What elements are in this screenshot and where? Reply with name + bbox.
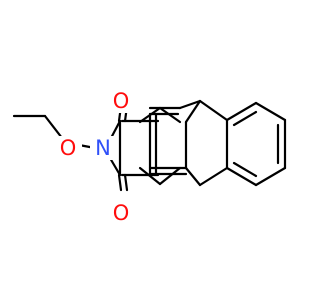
atom-labels: O O N O	[56, 89, 135, 225]
oxygen-bottom-label: O	[113, 201, 130, 225]
bond-cage-16	[158, 166, 182, 186]
label-bg-oxygen-top	[107, 89, 135, 113]
bond-ethyl-co	[43, 114, 64, 140]
bond-cage-3	[178, 99, 202, 110]
bonds	[12, 99, 287, 192]
bond-benzene-2	[225, 101, 258, 122]
label-bg-oxygen-bottom	[107, 201, 135, 225]
nitrogen-label: N	[95, 136, 111, 160]
bond-c-o-bottom-2	[123, 173, 129, 192]
label-bg-oxygen-ether	[56, 136, 82, 160]
bond-cage-13	[138, 106, 162, 124]
oxygen-top-label: O	[113, 89, 130, 113]
bond-n-c-bottom	[108, 156, 122, 177]
molecule-diagram: O O N O	[12, 89, 287, 225]
bond-benzene-double-1	[232, 110, 258, 127]
bond-cage-14	[158, 106, 182, 124]
bond-benzene-5	[254, 166, 287, 187]
bond-c-o-bottom-1	[117, 173, 123, 192]
bond-cage-7	[184, 166, 202, 187]
bond-cage-4	[198, 99, 229, 122]
bond-cage-15	[138, 166, 162, 186]
bond-benzene-6	[225, 166, 258, 187]
oxygen-ether-label: O	[60, 136, 77, 160]
molecule-structure-svg: O O N O	[12, 89, 287, 225]
bond-benzene-3	[254, 101, 287, 122]
label-bg-nitrogen	[90, 136, 116, 160]
bond-benzene-double-3	[232, 161, 258, 178]
bond-cage-8	[198, 166, 229, 187]
bond-cage-5	[184, 99, 202, 124]
